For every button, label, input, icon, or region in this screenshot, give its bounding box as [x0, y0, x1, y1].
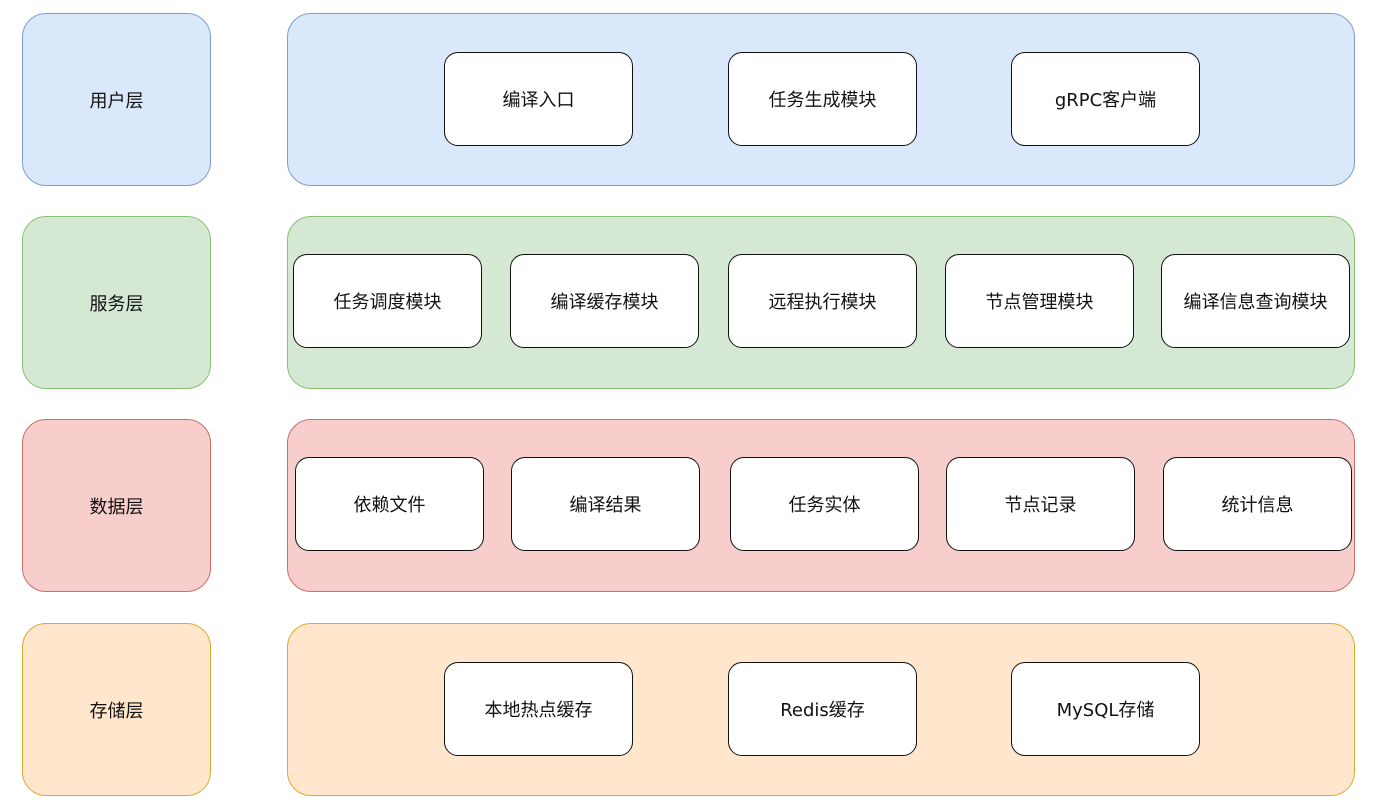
module-redis-cache: Redis缓存	[728, 662, 917, 756]
module-node-records: 节点记录	[946, 457, 1135, 551]
module-compile-cache: 编译缓存模块	[510, 254, 699, 348]
module-statistics: 统计信息	[1163, 457, 1352, 551]
user-layer-label: 用户层	[22, 13, 211, 186]
module-task-generation: 任务生成模块	[728, 52, 917, 146]
module-task-entity: 任务实体	[730, 457, 919, 551]
module-task-scheduling: 任务调度模块	[293, 254, 482, 348]
module-grpc-client: gRPC客户端	[1011, 52, 1200, 146]
module-compile-info-query: 编译信息查询模块	[1161, 254, 1350, 348]
module-node-management: 节点管理模块	[945, 254, 1134, 348]
data-layer-label: 数据层	[22, 419, 211, 592]
module-dependency-files: 依赖文件	[295, 457, 484, 551]
module-compile-results: 编译结果	[511, 457, 700, 551]
storage-layer-label: 存储层	[22, 623, 211, 796]
service-layer-label: 服务层	[22, 216, 211, 389]
module-local-hot-cache: 本地热点缓存	[444, 662, 633, 756]
module-compile-entry: 编译入口	[444, 52, 633, 146]
module-mysql-storage: MySQL存储	[1011, 662, 1200, 756]
module-remote-execution: 远程执行模块	[728, 254, 917, 348]
